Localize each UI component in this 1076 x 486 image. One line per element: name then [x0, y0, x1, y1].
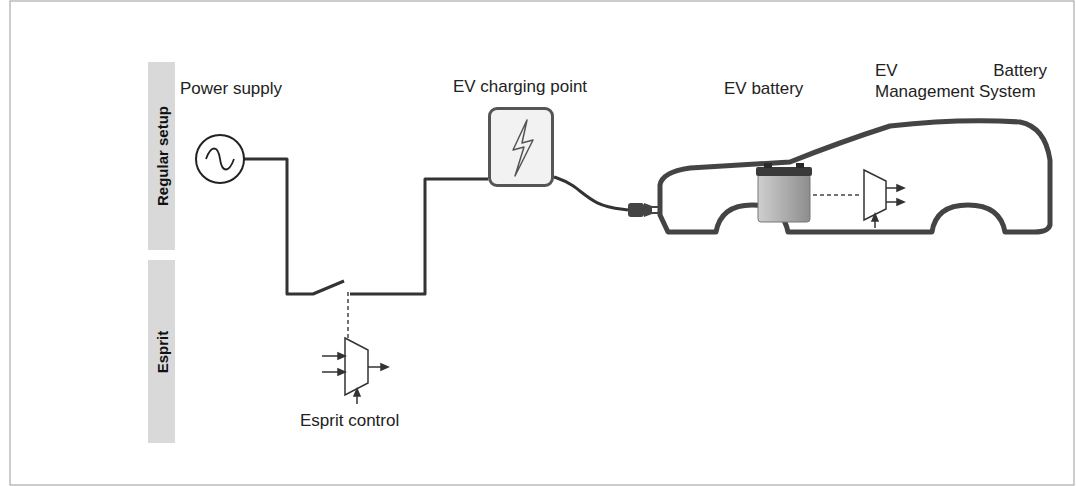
control-link [347, 292, 349, 340]
charging-cable [554, 177, 628, 210]
control-symbol [322, 338, 388, 404]
node-label: EV Battery Management System [875, 60, 1047, 102]
lane-band: Regular setup [148, 62, 175, 250]
source-node: Power supply [180, 78, 300, 188]
bms-symbol [864, 170, 904, 228]
frame [10, 1, 1074, 485]
lane-title: Esprit [151, 330, 172, 373]
charger-node: EV charging point [440, 76, 600, 187]
car-node: EV battery EV Battery Management System [640, 60, 1068, 270]
lane-band: Esprit [148, 260, 175, 443]
lane-title: Regular setup [151, 106, 172, 206]
supply-wire [244, 159, 488, 294]
node-label: EV charging point [440, 76, 600, 97]
node-label: Power supply [180, 78, 300, 99]
component-label: Esprit control [300, 410, 399, 431]
lightning-symbol [491, 110, 551, 184]
battery-picture [756, 163, 812, 222]
charger-box [488, 107, 554, 187]
node-label: EV battery [724, 78, 803, 99]
plug [628, 203, 661, 217]
